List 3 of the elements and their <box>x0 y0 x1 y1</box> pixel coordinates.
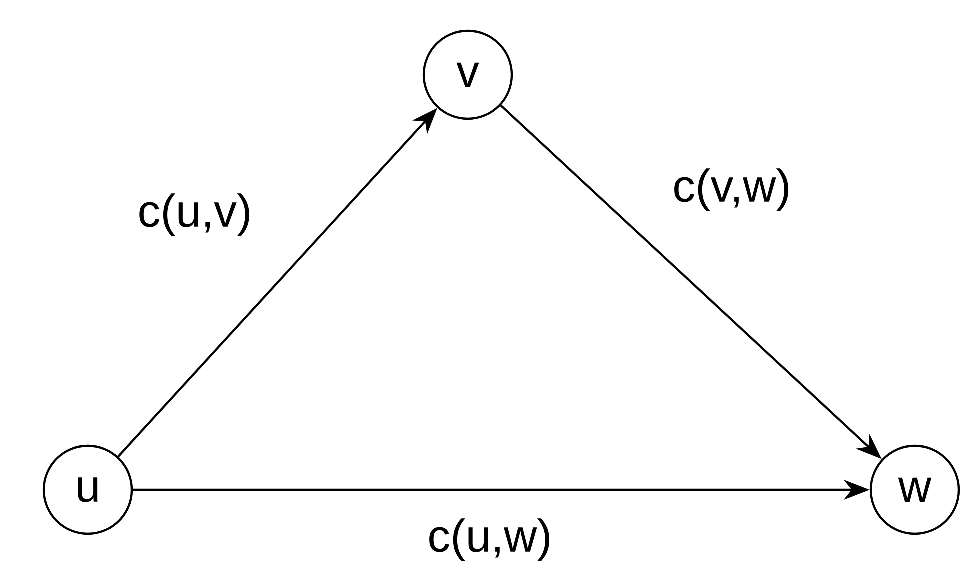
edge-label: c(v,w) <box>670 166 794 214</box>
edge-label: c(u,w) <box>426 516 554 564</box>
edge-label: c(u,v) <box>136 192 254 238</box>
